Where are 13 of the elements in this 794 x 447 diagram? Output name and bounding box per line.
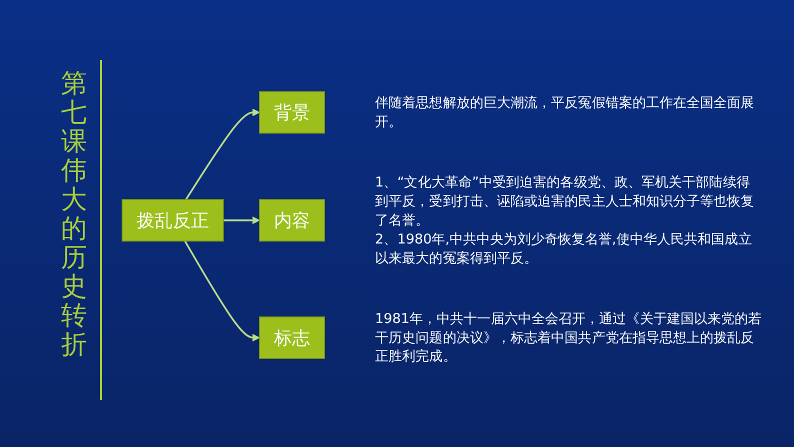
node-box [259,91,325,134]
node-label: 2、1980年,中共中央为刘少奇恢复名誉,使中华人民共和国成立以来最大的冤案得到平反。 [375,230,752,266]
node-box [259,316,325,360]
node-label: 1981年，中共十一届六中全会召开，通过《关于建国以来党的若干历史问题的决议》，标志着中国共产党在指导思想上的拨乱反正胜利完成。 [375,310,762,365]
node-box [122,199,224,242]
arrow [184,240,260,342]
arrow [185,108,260,200]
node-box [259,199,325,242]
slide-title: 第七课伟大的历史转折 [60,70,88,360]
arrow [223,216,260,224]
node-label: 伴随着思想解放的巨大潮流，平反冤假错案的工作在全国全面展开。 [375,94,754,130]
node-label: 1、“文化大革命”中受到迫害的各级党、政、军机关干部陆续得到平反，受到打击、诬陷或迫害的民主人士和知识分子等也恢复了名誉。 [375,174,754,228]
mind-map-diagram: 拨乱反正 背景 内容 标志 伴随着思想解放的巨大潮流，平反冤假错案的工作在全国全面展开。 1、“文化大革命”中受到迫害的各级党、政、军机关干部陆续得到平反，受到打击、诬陷或迫害的民主人士和知识分子等也恢复了名誉。 2、1980年,中共中央为刘少奇恢复名誉,使中华人民共和国成立以来最大的冤案得到平反。 1981年，中共十一届六中全会召开，通过《关于建国以来党的若干历史问题的决议》，标志着中国共产党在指导思想上的拨乱反正胜利完成。 [115,79,785,381]
